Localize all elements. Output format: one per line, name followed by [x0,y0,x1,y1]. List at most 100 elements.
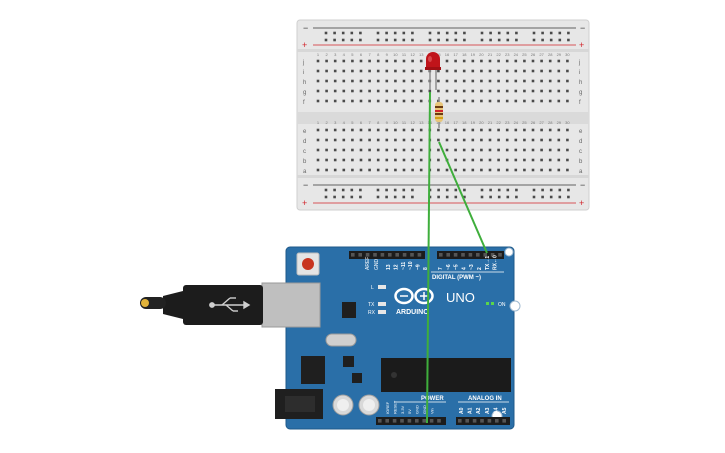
breadboard-hole[interactable] [480,79,483,83]
breadboard-hole[interactable] [488,138,492,142]
breadboard-hole[interactable] [351,168,354,172]
rail-hole[interactable] [341,31,345,35]
breadboard-hole[interactable] [325,168,328,172]
breadboard-hole[interactable] [462,59,466,63]
breadboard-hole[interactable] [333,138,337,142]
breadboard-hole[interactable] [445,59,449,63]
rail-hole[interactable] [489,31,492,35]
breadboard-hole[interactable] [402,138,406,142]
breadboard-hole[interactable] [488,168,492,172]
breadboard-hole[interactable] [333,128,337,132]
rail-hole[interactable] [393,188,397,192]
rail-hole[interactable] [549,31,553,35]
breadboard-hole[interactable] [342,158,346,162]
breadboard-hole[interactable] [402,69,406,73]
breadboard-hole[interactable] [325,89,328,93]
breadboard-hole[interactable] [394,128,397,132]
breadboard-hole[interactable] [540,99,543,103]
breadboard-hole[interactable] [462,89,466,93]
rail-hole[interactable] [385,195,388,199]
rail-hole[interactable] [480,31,484,35]
rail-hole[interactable] [558,31,562,35]
rail-hole[interactable] [359,31,362,35]
header-pin-hole[interactable] [410,253,414,257]
breadboard-hole[interactable] [514,168,518,172]
breadboard-hole[interactable] [557,59,561,63]
breadboard-hole[interactable] [376,138,380,142]
breadboard-hole[interactable] [376,128,380,132]
breadboard-hole[interactable] [497,79,500,83]
breadboard-hole[interactable] [316,89,320,93]
breadboard-hole[interactable] [342,148,346,152]
breadboard-hole[interactable] [445,148,449,152]
rail-hole[interactable] [333,38,336,42]
breadboard-hole[interactable] [462,148,466,152]
breadboard-hole[interactable] [462,128,466,132]
breadboard-hole[interactable] [385,89,389,93]
breadboard-hole[interactable] [402,59,406,63]
breadboard-hole[interactable] [402,128,406,132]
rail-hole[interactable] [437,31,440,35]
breadboard-hole[interactable] [325,69,328,73]
breadboard-hole[interactable] [333,168,337,172]
breadboard-hole[interactable] [351,59,354,63]
breadboard-hole[interactable] [419,138,423,142]
breadboard-hole[interactable] [437,168,440,172]
breadboard-hole[interactable] [316,69,320,73]
breadboard-hole[interactable] [359,59,363,63]
breadboard-hole[interactable] [394,89,397,93]
breadboard-hole[interactable] [411,138,414,142]
breadboard-hole[interactable] [505,79,509,83]
breadboard-hole[interactable] [480,128,483,132]
breadboard-hole[interactable] [376,99,380,103]
breadboard-hole[interactable] [368,79,371,83]
rail-hole[interactable] [350,38,354,42]
breadboard-hole[interactable] [557,69,561,73]
breadboard-hole[interactable] [454,89,457,93]
breadboard-hole[interactable] [385,158,389,162]
breadboard-hole[interactable] [488,148,492,152]
breadboard-hole[interactable] [325,128,328,132]
breadboard-hole[interactable] [445,138,449,142]
breadboard-hole[interactable] [471,158,475,162]
header-pin-hole[interactable] [388,253,392,257]
rail-hole[interactable] [411,195,414,199]
rail-hole[interactable] [393,38,397,42]
breadboard-hole[interactable] [342,69,346,73]
header-pin-hole[interactable] [453,253,458,257]
breadboard-hole[interactable] [514,128,518,132]
breadboard-hole[interactable] [523,168,526,172]
breadboard-hole[interactable] [368,89,371,93]
breadboard-hole[interactable] [376,69,380,73]
breadboard-hole[interactable] [419,128,423,132]
breadboard-hole[interactable] [566,138,569,142]
header-pin-hole[interactable] [446,253,450,257]
breadboard-hole[interactable] [445,79,449,83]
breadboard-hole[interactable] [437,128,440,132]
rail-hole[interactable] [402,38,406,42]
header-pin-hole[interactable] [472,419,477,423]
breadboard-hole[interactable] [514,69,518,73]
breadboard-hole[interactable] [342,138,346,142]
breadboard-hole[interactable] [514,148,518,152]
breadboard-hole[interactable] [411,158,414,162]
rail-hole[interactable] [350,31,354,35]
rail-hole[interactable] [445,31,449,35]
breadboard-hole[interactable] [376,59,380,63]
breadboard-hole[interactable] [497,59,500,63]
breadboard-hole[interactable] [437,89,440,93]
breadboard-hole[interactable] [566,128,569,132]
rail-hole[interactable] [341,195,345,199]
breadboard-hole[interactable] [402,99,406,103]
breadboard-hole[interactable] [557,128,561,132]
breadboard-hole[interactable] [454,59,457,63]
breadboard-hole[interactable] [531,99,535,103]
breadboard-hole[interactable] [368,59,371,63]
breadboard-hole[interactable] [351,79,354,83]
rail-hole[interactable] [445,188,449,192]
breadboard-hole[interactable] [566,69,569,73]
header-pin-hole[interactable] [392,419,397,423]
breadboard-hole[interactable] [557,79,561,83]
breadboard-hole[interactable] [505,138,509,142]
